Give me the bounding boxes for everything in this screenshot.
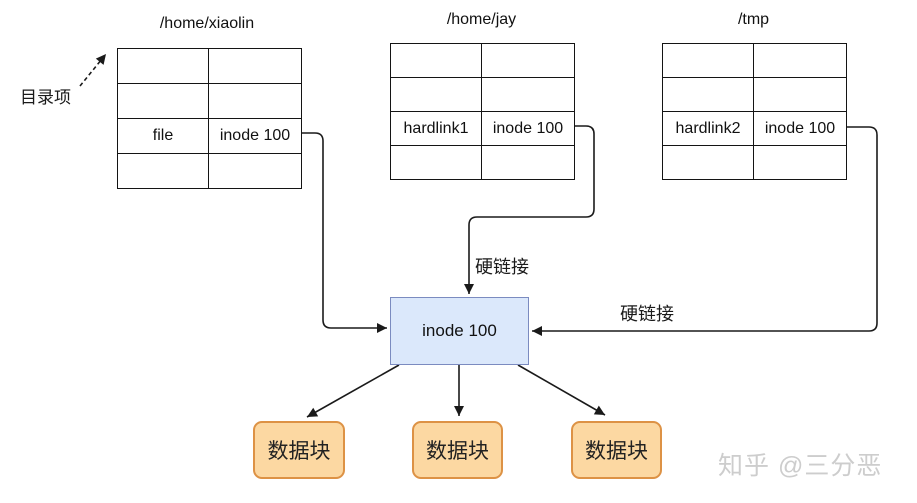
directory-table-tmp: hardlink2 inode 100 [662,43,847,180]
empty-cell [117,48,209,84]
empty-cell [390,77,482,112]
table-row [662,145,847,180]
table-row [390,77,575,112]
empty-cell [390,145,482,180]
directory-entry-label: 目录项 [20,88,71,107]
empty-cell [481,43,575,78]
file-name-cell: file [117,118,209,154]
empty-cell [208,83,302,119]
hardlink-label-top: 硬链接 [475,257,529,277]
inode-ref-cell: inode 100 [208,118,302,154]
arrow-xiaolin-to-inode [297,132,387,333]
empty-cell [662,77,754,112]
empty-cell [662,43,754,78]
inode-ref-cell: inode 100 [753,111,847,146]
arrow-inode-to-datablock-3 [517,364,606,416]
table-row [390,43,575,78]
table-row: hardlink2 inode 100 [662,111,847,146]
inode-ref-cell: inode 100 [481,111,575,146]
hardlink1-name-cell: hardlink1 [390,111,482,146]
hardlink2-name-cell: hardlink2 [662,111,754,146]
table-title-home-xiaolin: /home/xiaolin [159,15,255,32]
table-title-tmp: /tmp [737,11,770,28]
table-row [117,48,302,84]
table-title-home-jay: /home/jay [446,11,517,28]
hardlink-label-right: 硬链接 [620,304,674,324]
empty-cell [662,145,754,180]
empty-cell [481,77,575,112]
empty-cell [117,153,209,189]
empty-cell [753,43,847,78]
arrow-inode-to-datablock-1 [306,364,400,418]
empty-cell [481,145,575,180]
directory-table-home-xiaolin: file inode 100 [117,48,302,189]
table-row: hardlink1 inode 100 [390,111,575,146]
inode-box: inode 100 [390,297,529,365]
table-row [390,145,575,180]
empty-cell [117,83,209,119]
empty-cell [390,43,482,78]
empty-cell [753,77,847,112]
table-row [117,83,302,119]
directory-entry-pointer-arrow [79,53,107,87]
directory-table-home-jay: hardlink1 inode 100 [390,43,575,180]
watermark: 知乎 @三分恶 [718,452,883,480]
table-row [662,43,847,78]
table-row [662,77,847,112]
empty-cell [208,153,302,189]
empty-cell [753,145,847,180]
table-row: file inode 100 [117,118,302,154]
empty-cell [208,48,302,84]
data-block-2: 数据块 [412,421,503,479]
data-block-1: 数据块 [253,421,345,479]
data-block-3: 数据块 [571,421,662,479]
table-row [117,153,302,189]
